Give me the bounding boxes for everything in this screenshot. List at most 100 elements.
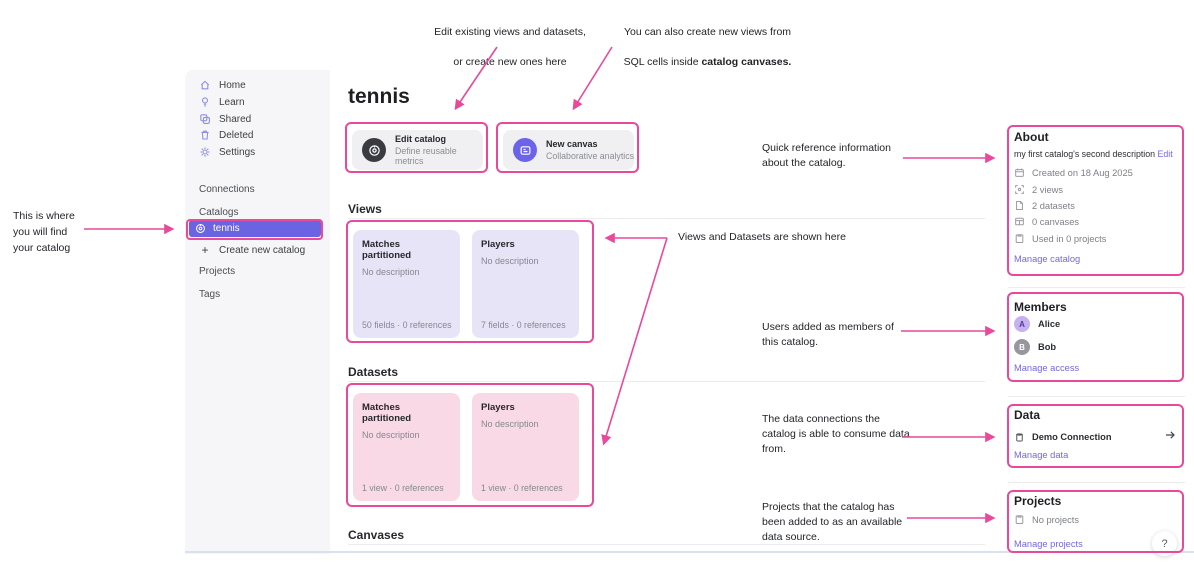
trash-icon (199, 129, 211, 141)
card-description: No description (362, 267, 420, 277)
manage-catalog-link[interactable]: Manage catalog (1014, 254, 1081, 264)
new-canvas-label: New canvas (546, 139, 598, 149)
projects-empty-row: No projects (1014, 514, 1079, 525)
card-description: No description (481, 419, 539, 429)
about-item-text: 2 views (1032, 184, 1064, 195)
sidebar-item-settings[interactable]: Settings (199, 145, 255, 159)
project-icon (1014, 233, 1025, 244)
sidebar-item-home[interactable]: Home (199, 78, 246, 92)
sidebar-item-label: Home (219, 79, 246, 91)
note-line: or create new ones here (453, 56, 567, 68)
projects-empty-text: No projects (1032, 514, 1080, 525)
avatar: B (1014, 339, 1030, 355)
card-meta: 1 view · 0 references (362, 483, 444, 493)
sidebar-section-connections[interactable]: Connections (199, 184, 255, 195)
note-views-datasets: Views and Datasets are shown here (678, 231, 846, 243)
manage-data-link[interactable]: Manage data (1014, 450, 1069, 460)
members-heading: Members (1014, 300, 1067, 314)
connection-name: Demo Connection (1032, 432, 1112, 442)
sidebar-item-deleted[interactable]: Deleted (199, 128, 253, 142)
projects-heading: Projects (1014, 494, 1062, 508)
note-data-connections: The data connections the catalog is able… (762, 413, 910, 455)
sidebar: Home Learn Shared Deleted Settings Conne… (185, 70, 330, 554)
views-icon (1014, 184, 1025, 195)
view-card-matches-partitioned[interactable]: Matches partitioned No description 50 fi… (353, 230, 460, 338)
edit-catalog-sublabel: Define reusable metrics (395, 146, 457, 166)
arrow-to-datasets (601, 237, 668, 446)
about-item-text: 2 datasets (1032, 200, 1075, 211)
sidebar-item-shared[interactable]: Shared (199, 112, 251, 126)
new-canvas-button[interactable]: New canvas Collaborative analytics (503, 130, 634, 170)
app-window-bottom-edge (185, 551, 1194, 553)
sidebar-item-learn[interactable]: Learn (199, 95, 245, 109)
catalog-icon (195, 223, 206, 234)
manage-access-link[interactable]: Manage access (1014, 363, 1080, 373)
about-item-projects: Used in 0 projects (1014, 233, 1106, 244)
edit-catalog-label: Edit catalog (395, 134, 447, 144)
about-description: my first catalog's second description Ed… (1014, 149, 1173, 159)
card-title: Players (481, 402, 515, 413)
card-title: Matches partitioned (362, 239, 412, 261)
card-description: No description (481, 256, 539, 266)
canvases-icon (1014, 216, 1025, 227)
card-meta: 50 fields · 0 references (362, 320, 452, 330)
sidebar-section-projects[interactable]: Projects (199, 266, 236, 277)
note-new-views: You can also create new views from SQL c… (615, 10, 800, 70)
note-find-catalog: This is where you will find your catalog (13, 210, 75, 254)
note-projects: Projects that the catalog has been added… (762, 501, 903, 543)
about-item-views: 2 views (1014, 184, 1063, 195)
plus-icon: + (201, 243, 209, 257)
note-quick-reference: Quick reference information about the ca… (762, 142, 891, 169)
dataset-card-matches-partitioned[interactable]: Matches partitioned No description 1 vie… (353, 393, 460, 501)
project-icon (1014, 514, 1025, 525)
views-divider (348, 218, 985, 219)
note-line-bold: catalog canvases. (701, 56, 792, 68)
card-meta: 1 view · 0 references (481, 483, 563, 493)
card-description: No description (362, 430, 420, 440)
database-icon (1014, 432, 1025, 443)
sidebar-item-label: Settings (219, 146, 256, 158)
datasets-heading: Datasets (348, 365, 399, 379)
help-button[interactable]: ? (1152, 531, 1177, 556)
sidebar-item-create-catalog[interactable]: + Create new catalog (199, 243, 305, 257)
sidebar-section-tags[interactable]: Tags (199, 289, 221, 300)
canvases-divider (348, 544, 985, 545)
sidebar-item-label: Learn (219, 96, 245, 108)
sidebar-item-label: Shared (219, 113, 252, 125)
dataset-card-players[interactable]: Players No description 1 view · 0 refere… (472, 393, 579, 501)
sidebar-section-catalogs[interactable]: Catalogs (199, 207, 239, 218)
page-title: tennis (348, 85, 410, 108)
sidebar-item-label: tennis (213, 223, 240, 234)
sidebar-item-label: Deleted (219, 129, 254, 141)
canvas-icon (513, 138, 537, 162)
card-meta: 7 fields · 0 references (481, 320, 566, 330)
shared-icon (199, 113, 211, 125)
avatar: A (1014, 316, 1030, 332)
edit-description-link[interactable]: Edit (1157, 149, 1173, 159)
arrow-right-icon (1164, 428, 1176, 446)
about-item-text: 0 canvases (1032, 216, 1080, 227)
panel-divider (1008, 396, 1185, 397)
about-item-created: Created on 18 Aug 2025 (1014, 167, 1133, 178)
panel-divider (1008, 482, 1185, 483)
about-heading: About (1014, 130, 1049, 144)
member-name: Bob (1038, 342, 1057, 352)
member-row-alice[interactable]: A Alice (1014, 316, 1060, 332)
edit-catalog-button[interactable]: Edit catalog Define reusable metrics (352, 130, 483, 170)
view-card-players[interactable]: Players No description 7 fields · 0 refe… (472, 230, 579, 338)
note-edit-views: Edit existing views and datasets, or cre… (430, 10, 590, 70)
connection-row-demo[interactable]: Demo Connection (1014, 428, 1176, 446)
card-title: Players (481, 239, 515, 250)
datasets-divider (348, 381, 985, 382)
note-line: Edit existing views and datasets, (434, 26, 586, 38)
manage-projects-link[interactable]: Manage projects (1014, 539, 1083, 549)
member-row-bob[interactable]: B Bob (1014, 339, 1056, 355)
note-line: You can also create new views from (623, 26, 792, 38)
data-heading: Data (1014, 408, 1041, 422)
about-item-text: Created on 18 Aug 2025 (1032, 167, 1133, 178)
sidebar-item-tennis[interactable]: tennis (189, 220, 321, 237)
new-canvas-sublabel: Collaborative analytics (546, 151, 635, 161)
connection-info: Demo Connection (1014, 432, 1112, 443)
views-heading: Views (348, 202, 382, 216)
